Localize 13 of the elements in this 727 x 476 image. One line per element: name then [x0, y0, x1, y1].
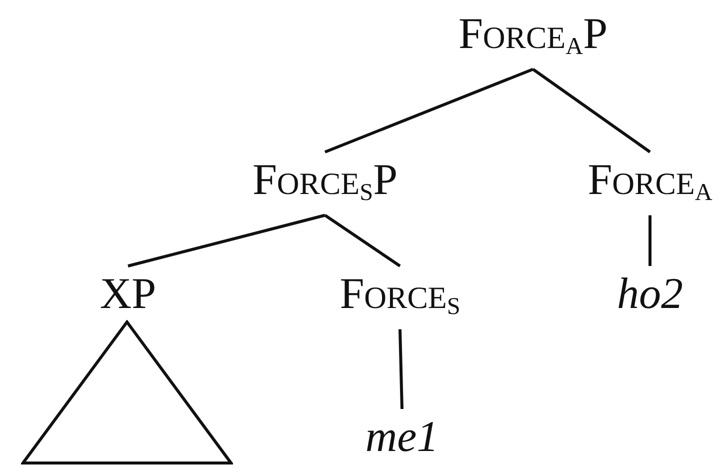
- tree-branch: [128, 214, 326, 268]
- tree-label: XP: [100, 272, 156, 316]
- tree-branch: [648, 215, 652, 266]
- tree-label: Force$_{S}$: [340, 272, 460, 320]
- tree-branch: [398, 329, 404, 410]
- tree-branch: [532, 68, 651, 154]
- tree-label: ho2: [617, 272, 683, 316]
- tree-branch: [324, 214, 401, 268]
- tree-branch: [324, 68, 534, 154]
- tree-label: Force$_{A}$P: [458, 12, 608, 60]
- tree-label: Force$_{A}$: [588, 158, 712, 206]
- tree-label: Force$_{S}$P: [252, 158, 398, 206]
- tree-label: me1: [365, 415, 439, 459]
